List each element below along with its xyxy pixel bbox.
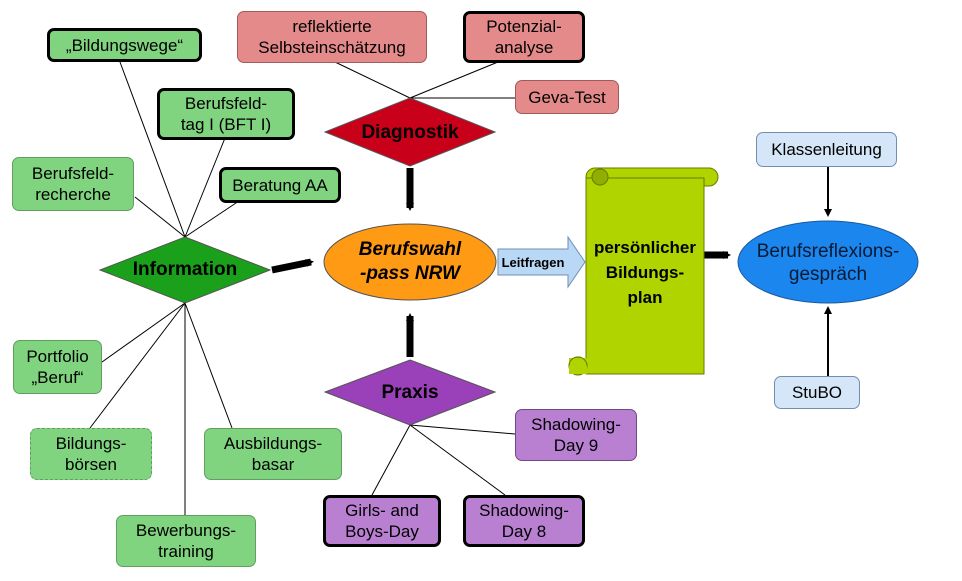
bildungsplan-scroll xyxy=(568,167,719,376)
praxis-label: Praxis xyxy=(381,382,439,403)
berufsreflexion-label: Berufsreflexions- gespräch xyxy=(756,241,900,285)
geva-test-box[interactable]: Geva-Test xyxy=(515,80,619,114)
ausbildungsbasar-box[interactable]: Ausbildungs- basar xyxy=(204,428,342,480)
berufsfeldrecherche-box[interactable]: Berufsfeld- recherche xyxy=(12,157,134,211)
bildungswege-box[interactable]: „Bildungswege“ xyxy=(47,28,202,62)
leitfragen-arrow xyxy=(497,235,586,289)
berufswahlpass-label: Berufswahl -pass NRW xyxy=(358,239,462,284)
klassenleitung-box[interactable]: Klassenleitung xyxy=(756,132,897,167)
praxis-connectors xyxy=(371,424,516,496)
shadowing-day-9-box[interactable]: Shadowing- Day 9 xyxy=(515,409,637,461)
diagnostik-label: Diagnostik xyxy=(361,122,459,143)
girls-boys-day-box[interactable]: Girls- and Boys-Day xyxy=(323,495,441,547)
information-connectors xyxy=(89,61,249,515)
leitfragen-label: Leitfragen xyxy=(501,254,565,270)
berufsfeldtag-box[interactable]: Berufsfeld- tag I (BFT I) xyxy=(157,88,295,140)
stubo-box[interactable]: StuBO xyxy=(774,376,860,409)
beratung-aa-box[interactable]: Beratung AA xyxy=(219,167,341,203)
portfolio-box[interactable]: Portfolio „Beruf“ xyxy=(13,340,102,394)
main-arrows xyxy=(271,168,731,357)
diagnostik-connectors xyxy=(334,61,515,99)
reflektierte-selbsteinschaetzung-box[interactable]: reflektierte Selbsteinschätzung xyxy=(237,11,427,63)
bildungsplan-label: persönlicher Bildungs- plan xyxy=(593,237,697,307)
berufsreflexion-ellipse[interactable] xyxy=(737,220,919,304)
shadowing-day-8-box[interactable]: Shadowing- Day 8 xyxy=(463,495,585,547)
bildungsboersen-box[interactable]: Bildungs- börsen xyxy=(30,428,152,480)
praxis-diamond[interactable] xyxy=(323,359,497,426)
potenzialanalyse-box[interactable]: Potenzial- analyse xyxy=(463,11,585,63)
bewerbungstraining-box[interactable]: Bewerbungs- training xyxy=(116,515,256,567)
diagnostik-diamond[interactable] xyxy=(323,97,497,167)
information-diamond[interactable] xyxy=(98,236,272,304)
information-label: Information xyxy=(132,259,238,280)
berufswahlpass-ellipse[interactable] xyxy=(323,223,497,301)
